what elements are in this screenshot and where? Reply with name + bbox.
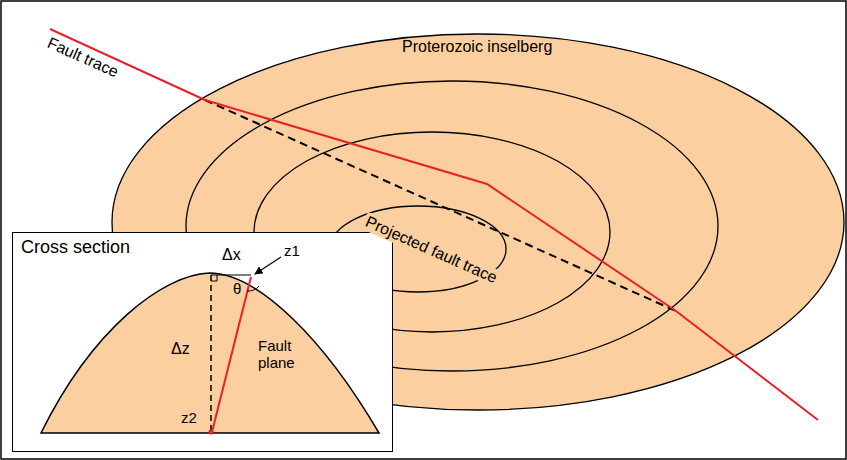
dx-label: Δx bbox=[222, 246, 241, 264]
vertical-dz-line bbox=[210, 275, 212, 432]
node-title: Cross section bbox=[21, 238, 130, 258]
dz-label: Δz bbox=[171, 340, 190, 358]
cross-section-inset: Cross section bbox=[12, 232, 393, 452]
z1-label: z1 bbox=[284, 243, 300, 260]
hill-profile bbox=[41, 273, 379, 433]
z1-pointer bbox=[255, 257, 281, 274]
z2-label: z2 bbox=[181, 410, 197, 427]
fault-plane-line bbox=[212, 277, 251, 432]
z2-point bbox=[209, 430, 214, 435]
angle-arc bbox=[247, 286, 259, 291]
right-angle-mark bbox=[211, 275, 217, 281]
theta-label: θ bbox=[233, 281, 241, 298]
cross-section-drawing bbox=[13, 233, 394, 453]
fault-plane-label: Fault plane bbox=[258, 338, 304, 371]
node-title: Proterozoic inselberg bbox=[402, 38, 552, 56]
